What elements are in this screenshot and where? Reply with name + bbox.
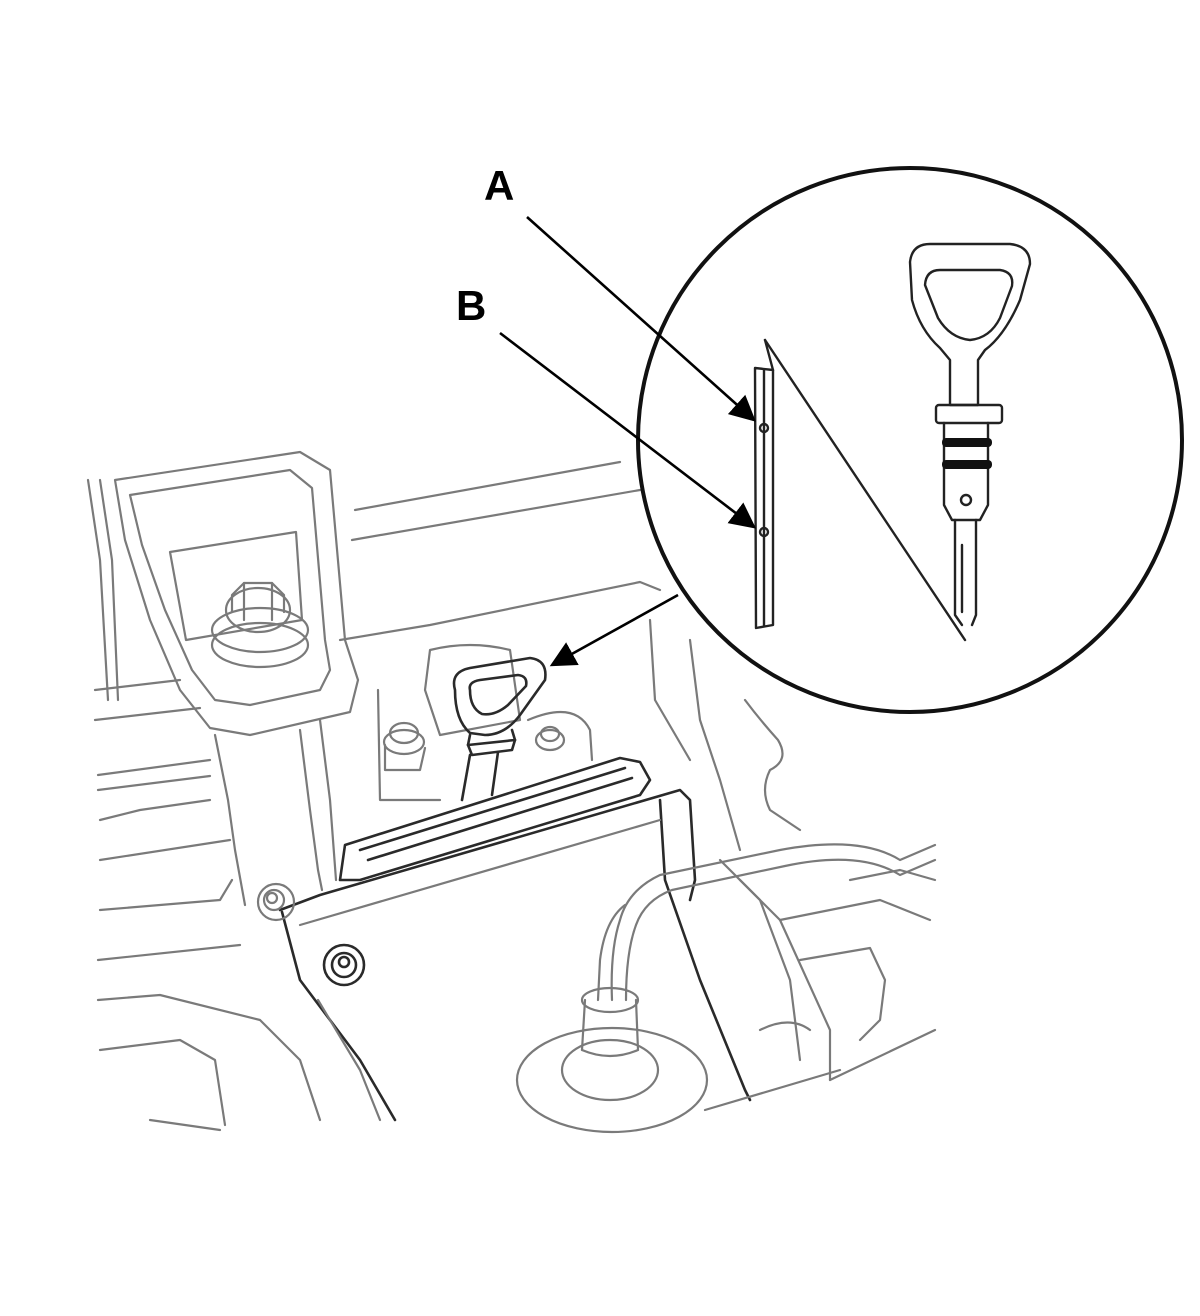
engine-bay-illustration (86, 450, 937, 1134)
dipstick-tube-housing (376, 643, 594, 802)
bolt-icon (534, 725, 566, 752)
bolt-icon (210, 581, 310, 669)
bolt-icon (382, 721, 427, 772)
engine-body-outline (86, 460, 662, 1132)
bolt-icon (256, 882, 296, 922)
dipstick-icon (908, 242, 1032, 627)
detail-inset (636, 166, 1184, 714)
leader-arrows (499, 216, 757, 667)
engine-mount-bracket (113, 450, 360, 907)
detail-pointer-arrow (549, 593, 679, 667)
engine-right-side (648, 618, 937, 1112)
callout-label-a: A (484, 162, 514, 209)
dipstick-blade (753, 366, 775, 630)
dipstick-icon (452, 656, 547, 802)
callout-label-b: B (456, 282, 486, 329)
detail-connector-lines (763, 338, 967, 642)
bolt-icon (322, 943, 366, 987)
leader-a (526, 216, 756, 422)
leader-b (499, 331, 757, 529)
sensor-harness (515, 843, 937, 1134)
cover-plate (278, 756, 752, 1122)
